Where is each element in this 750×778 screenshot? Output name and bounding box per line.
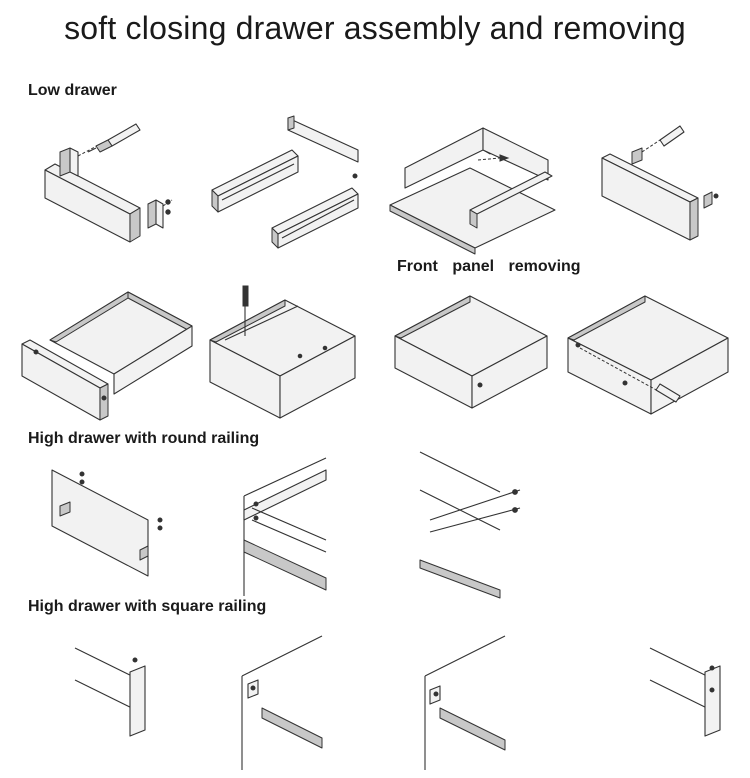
diagram-round-step-2 [243, 457, 327, 596]
diagram-square-step-1 [74, 647, 146, 737]
diagram-square-step-3 [424, 635, 506, 770]
diagram-low-step-3 [389, 127, 556, 255]
diagram-square-step-2 [241, 635, 323, 770]
diagram-round-step-3 [419, 451, 521, 599]
section-label-low-drawer: Low drawer [28, 82, 117, 99]
diagram-front-removing-2 [567, 295, 729, 415]
diagram-square-step-4 [649, 647, 721, 737]
diagram-round-step-1 [51, 469, 163, 577]
section-label-front-panel-removing: Front panel removing [397, 258, 581, 275]
diagram-front-removing-1 [394, 295, 548, 409]
diagram-low-step-5 [21, 291, 193, 421]
section-label-high-square-railing: High drawer with square railing [28, 598, 267, 615]
diagram-low-step-4 [601, 125, 719, 241]
diagram-low-step-2 [211, 115, 359, 249]
diagram-low-step-1 [44, 123, 173, 243]
diagram-low-step-6 [209, 285, 356, 419]
page-title: soft closing drawer assembly and removin… [64, 10, 686, 46]
section-label-high-round-railing: High drawer with round railing [28, 430, 260, 447]
